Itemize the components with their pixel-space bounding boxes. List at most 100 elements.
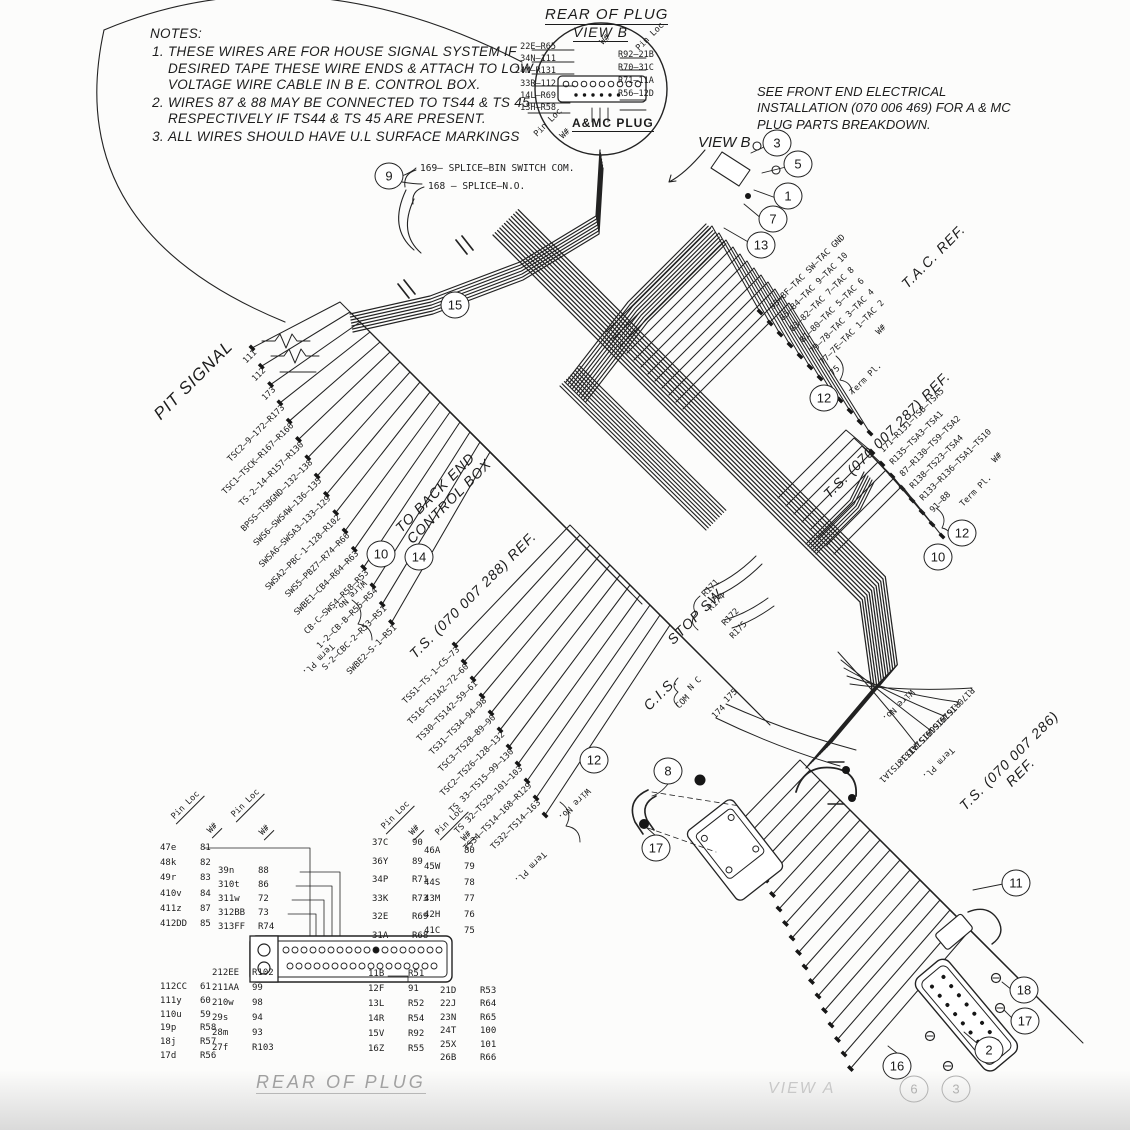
callout: 15 [440, 291, 470, 319]
pin-location: 313FF [218, 922, 246, 932]
pin-location: 45W [424, 862, 441, 872]
wire-number: R66 [480, 1053, 497, 1063]
pin-table-row: 29s 94 [212, 1013, 263, 1023]
callout-number: 17 [1017, 1013, 1033, 1029]
callout-number: 13 [753, 237, 769, 253]
pin-location: 19p [160, 1023, 177, 1034]
pin-table-row: 48k 82 [160, 858, 211, 868]
view-b-title: REAR OF PLUG [545, 6, 669, 25]
callout-number: 14 [411, 549, 427, 565]
callout: 9 [374, 162, 404, 190]
callout-number: 9 [385, 168, 393, 184]
pin-location: 29s [212, 1013, 229, 1023]
callout-number: 11 [1009, 875, 1023, 891]
callout: 10 [923, 543, 953, 571]
pin-table-row: 32E R69 [372, 912, 428, 922]
pin-table-row: 412DD 85 [160, 919, 211, 929]
pin-location: 33K [372, 893, 389, 904]
wire-number: 84 [200, 888, 211, 899]
wire-number: 100 [480, 1026, 497, 1037]
callout-number: 3 [773, 135, 781, 151]
pin-location: 46A [424, 846, 441, 856]
callout-number: 15 [447, 297, 463, 313]
callout-number: 6 [910, 1081, 918, 1097]
wire-number: R73 [412, 893, 429, 904]
pin-location: 111y [160, 995, 182, 1006]
wire-number: R69 [412, 912, 429, 922]
wire-number: R103 [252, 1043, 274, 1053]
pin-table-row: 41C 75 [424, 926, 475, 936]
wire-number: R64 [480, 999, 497, 1010]
plug-pin-label: 22E—R65 [520, 42, 556, 52]
pin-table-row: 24T 100 [440, 1026, 496, 1036]
callout-number: 5 [794, 156, 802, 172]
note-item: WIRES 87 & 88 MAY BE CONNECTED TO TS44 &… [168, 95, 550, 128]
callout: 14 [404, 543, 434, 571]
pin-table-row: 42H 76 [424, 910, 475, 920]
wire-number: R92 [408, 1029, 425, 1039]
splice-label: 169— SPLICE–BIN SWITCH COM. [420, 163, 575, 174]
wire-number: 83 [200, 873, 211, 884]
wire-number: 78 [464, 878, 475, 888]
front-end-note: SEE FRONT END ELECTRICAL INSTALLATION (0… [757, 84, 1011, 132]
notes-list: THESE WIRES ARE FOR HOUSE SIGNAL SYSTEM … [150, 44, 550, 145]
pin-location: 49r [160, 873, 177, 884]
pin-location: 37C [372, 838, 389, 848]
pin-location: 48k [160, 858, 177, 869]
pin-location: 26B [440, 1053, 457, 1063]
pin-location: 11B [368, 969, 385, 979]
callout: 10 [366, 540, 396, 568]
pin-table-row: 22J R64 [440, 999, 496, 1009]
wire-number: 94 [252, 1013, 263, 1023]
callout-number: 10 [373, 546, 389, 562]
pin-table-row: 210w 98 [212, 998, 263, 1008]
note-item: ALL WIRES SHOULD HAVE U.L SURFACE MARKIN… [168, 129, 550, 145]
pin-table-row: 21D R53 [440, 986, 496, 996]
pin-table-row: 25X 101 [440, 1040, 496, 1050]
pin-table-row: 33K R73 [372, 894, 428, 904]
plug-pin-label: R56—12D [618, 89, 654, 99]
pin-table-row: 43M 77 [424, 894, 475, 904]
pin-location: 112CC [160, 982, 188, 992]
pin-location: 21D [440, 986, 457, 996]
callout: 16 [882, 1052, 912, 1080]
pin-location: 18j [160, 1037, 177, 1048]
wire-number: 98 [252, 998, 263, 1008]
wire-number: R55 [408, 1044, 425, 1054]
callout: 7 [758, 205, 788, 233]
plug-pin-label: 24M—R131 [515, 66, 556, 77]
wire-number: 80 [464, 846, 475, 856]
wire-number: 59 [200, 1009, 211, 1020]
wire-number: 82 [200, 858, 211, 869]
pin-location: 47e [160, 843, 177, 853]
wire-number: 91 [408, 984, 419, 994]
wire-number: 60 [200, 995, 211, 1006]
pin-location: 43M [424, 894, 441, 904]
pin-table-row: 111y 60 [160, 996, 211, 1006]
wire-number: 77 [464, 894, 475, 904]
wire-number: 101 [480, 1039, 497, 1050]
pin-location: 28m [212, 1028, 229, 1038]
wire-number: R68 [412, 930, 429, 941]
pin-table-row: 411z 87 [160, 904, 211, 914]
callout: 3 [762, 129, 792, 157]
wire-number: R51 [408, 969, 425, 979]
pin-location: 210w [212, 998, 234, 1008]
pin-table-row: 310t 86 [218, 880, 269, 890]
pin-table-row: 19p R58 [160, 1023, 216, 1033]
pin-location: 24T [440, 1026, 457, 1037]
wire-number: 88 [258, 866, 269, 876]
callout-number: 12 [586, 752, 602, 768]
wire-number: R53 [480, 986, 497, 996]
callout-number: 17 [648, 840, 664, 856]
pin-table-row: 11B R51 [368, 969, 424, 979]
notes-block: NOTES: THESE WIRES ARE FOR HOUSE SIGNAL … [150, 26, 550, 146]
plug-pin-label: R92—21B [618, 50, 654, 60]
pin-table-row: 13L R52 [368, 999, 424, 1009]
pin-location: 22J [440, 999, 457, 1010]
callout: 13 [746, 231, 776, 259]
wire-number: R52 [408, 999, 425, 1009]
pin-location: 32E [372, 912, 389, 922]
callout-number: 8 [664, 763, 672, 779]
